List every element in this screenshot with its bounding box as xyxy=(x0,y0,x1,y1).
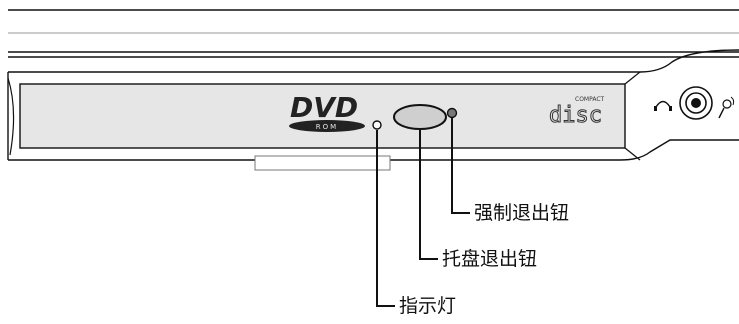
indicator-leader xyxy=(376,130,395,307)
audio-jack xyxy=(679,86,713,120)
body-bottom-outline xyxy=(8,139,739,161)
dvd-drive-face xyxy=(19,83,626,149)
left-edge-curve xyxy=(7,77,15,156)
force-eject-label: 强制退出钮 xyxy=(474,202,570,224)
dvd-logo-disc xyxy=(289,120,365,132)
indicator-label: 指示灯 xyxy=(399,295,457,317)
face-bevel-top xyxy=(624,71,641,85)
compact-disc-small-text: COMPACT xyxy=(575,96,605,103)
headphone-icon xyxy=(654,100,672,111)
dvd-logo-subtext: ROM xyxy=(316,123,338,131)
dvd-logo-text: DVD xyxy=(290,91,358,124)
drive-lower-slot xyxy=(254,155,391,171)
disc-logo-text: disc xyxy=(549,103,602,128)
dvd-logo: DVD ROM xyxy=(289,91,365,132)
tray-eject-label: 托盘退出钮 xyxy=(442,248,538,270)
callout-lines xyxy=(376,118,470,307)
force-eject-hole xyxy=(446,107,458,119)
indicator-light xyxy=(372,120,382,130)
microphone-icon xyxy=(718,96,735,119)
compact-disc-logo: COMPACT disc xyxy=(549,96,605,129)
tray-eject-button xyxy=(393,104,447,130)
tray-eject-leader xyxy=(419,130,438,260)
force-eject-leader xyxy=(451,118,470,214)
body-outline xyxy=(7,49,739,160)
face-bevel-bottom xyxy=(624,147,641,161)
